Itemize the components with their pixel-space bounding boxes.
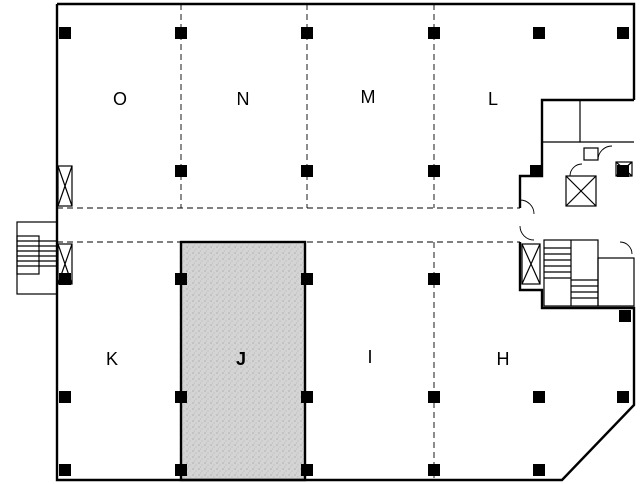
unit-o-label[interactable]: O (113, 89, 127, 109)
structural-columns (59, 27, 631, 476)
right-core (518, 98, 636, 318)
unit-i-label[interactable]: I (367, 347, 372, 367)
left-shaft-upper (57, 165, 73, 207)
unit-j-highlight[interactable] (181, 242, 305, 480)
unit-j-label[interactable]: J (236, 349, 246, 369)
unit-n-label[interactable]: N (237, 89, 250, 109)
unit-l-label[interactable]: L (488, 89, 498, 109)
left-stair (16, 221, 58, 295)
unit-k-label[interactable]: K (106, 349, 118, 369)
exterior-wall (55, 2, 636, 482)
unit-h-label[interactable]: H (497, 349, 510, 369)
unit-m-label[interactable]: M (361, 87, 376, 107)
